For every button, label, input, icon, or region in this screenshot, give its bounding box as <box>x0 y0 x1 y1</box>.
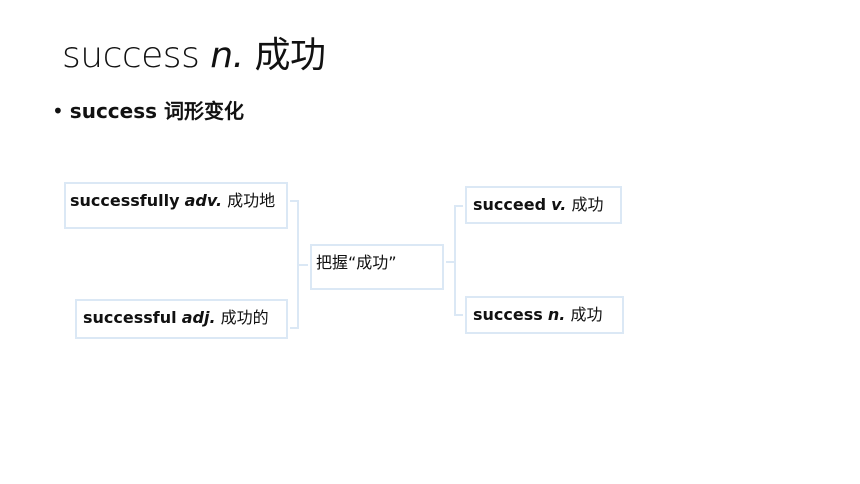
word-box-successfully: successfully adv. 成功地 <box>64 182 288 229</box>
part-of-speech: v. <box>551 195 567 214</box>
meaning: 成功 <box>571 195 604 214</box>
word: succeed <box>473 195 547 214</box>
center-topic-box: 把握“成功” <box>310 244 444 290</box>
part-of-speech: n. <box>547 305 566 324</box>
right-bracket-line <box>454 205 463 316</box>
page-title: success n. 成功 <box>62 26 326 78</box>
word: successful <box>83 308 177 327</box>
title-meaning: 成功 <box>254 35 327 76</box>
meaning: 成功地 <box>227 191 276 210</box>
meaning: 成功的 <box>220 308 269 327</box>
bullet-dot: • <box>52 99 64 123</box>
bullet-text: success 词形变化 <box>69 99 244 123</box>
part-of-speech: adv. <box>184 191 223 210</box>
center-topic-text: 把握“成功” <box>316 253 397 272</box>
title-pos: n. <box>210 35 244 76</box>
word-box-success: success n. 成功 <box>465 296 624 334</box>
bullet-point: •success 词形变化 <box>52 95 244 124</box>
meaning: 成功 <box>570 305 603 324</box>
word: successfully <box>70 191 180 210</box>
word: success <box>473 305 543 324</box>
left-bracket-line <box>290 200 299 329</box>
word-box-successful: successful adj. 成功的 <box>75 299 288 339</box>
title-word: success <box>62 35 200 76</box>
part-of-speech: adj. <box>181 308 216 327</box>
word-box-succeed: succeed v. 成功 <box>465 186 622 224</box>
